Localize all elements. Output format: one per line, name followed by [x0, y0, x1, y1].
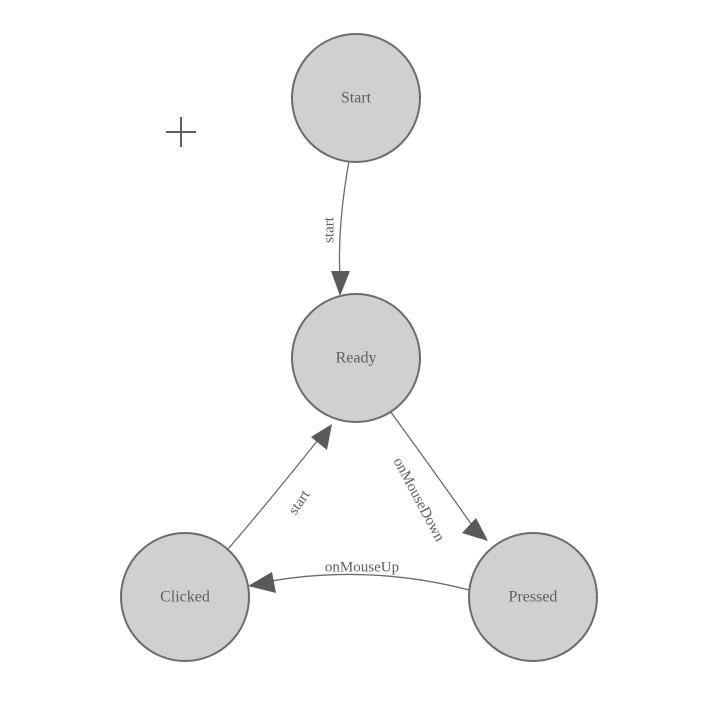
edge-ready-to-pressed-path[interactable]	[389, 410, 475, 529]
node-ready-circle[interactable]	[291, 293, 421, 423]
edge-start-to-ready-path[interactable]	[338, 160, 350, 279]
edge-label-pressed-to-clicked: onMouseUp	[325, 559, 399, 575]
edge-pressed-to-clicked[interactable]: onMouseUp	[248, 559, 470, 593]
edge-ready-to-pressed-arrowhead	[462, 518, 488, 541]
edge-clicked-to-ready[interactable]: start	[227, 424, 332, 550]
edge-clicked-to-ready-path[interactable]	[227, 439, 319, 550]
edge-clicked-to-ready-arrowhead	[311, 424, 332, 450]
edge-pressed-to-clicked-path[interactable]	[265, 573, 470, 591]
node-pressed[interactable]: Pressed	[468, 532, 598, 662]
crosshair-icon[interactable]	[166, 117, 196, 147]
node-clicked[interactable]: Clicked	[120, 532, 250, 662]
node-clicked-circle[interactable]	[120, 532, 250, 662]
edge-ready-to-pressed[interactable]: onMouseDown	[389, 410, 488, 545]
node-start-circle[interactable]	[291, 33, 421, 163]
edge-label-clicked-to-ready: start	[286, 487, 314, 518]
node-pressed-circle[interactable]	[468, 532, 598, 662]
node-ready[interactable]: Ready	[291, 293, 421, 423]
edge-start-to-ready-arrowhead	[331, 271, 350, 296]
edge-label-start-to-ready: start	[321, 216, 337, 243]
edge-pressed-to-clicked-arrowhead	[248, 572, 276, 593]
edge-label-ready-to-pressed: onMouseDown	[390, 455, 448, 545]
edge-start-to-ready[interactable]: start	[321, 160, 350, 296]
node-start[interactable]: Start	[291, 33, 421, 163]
